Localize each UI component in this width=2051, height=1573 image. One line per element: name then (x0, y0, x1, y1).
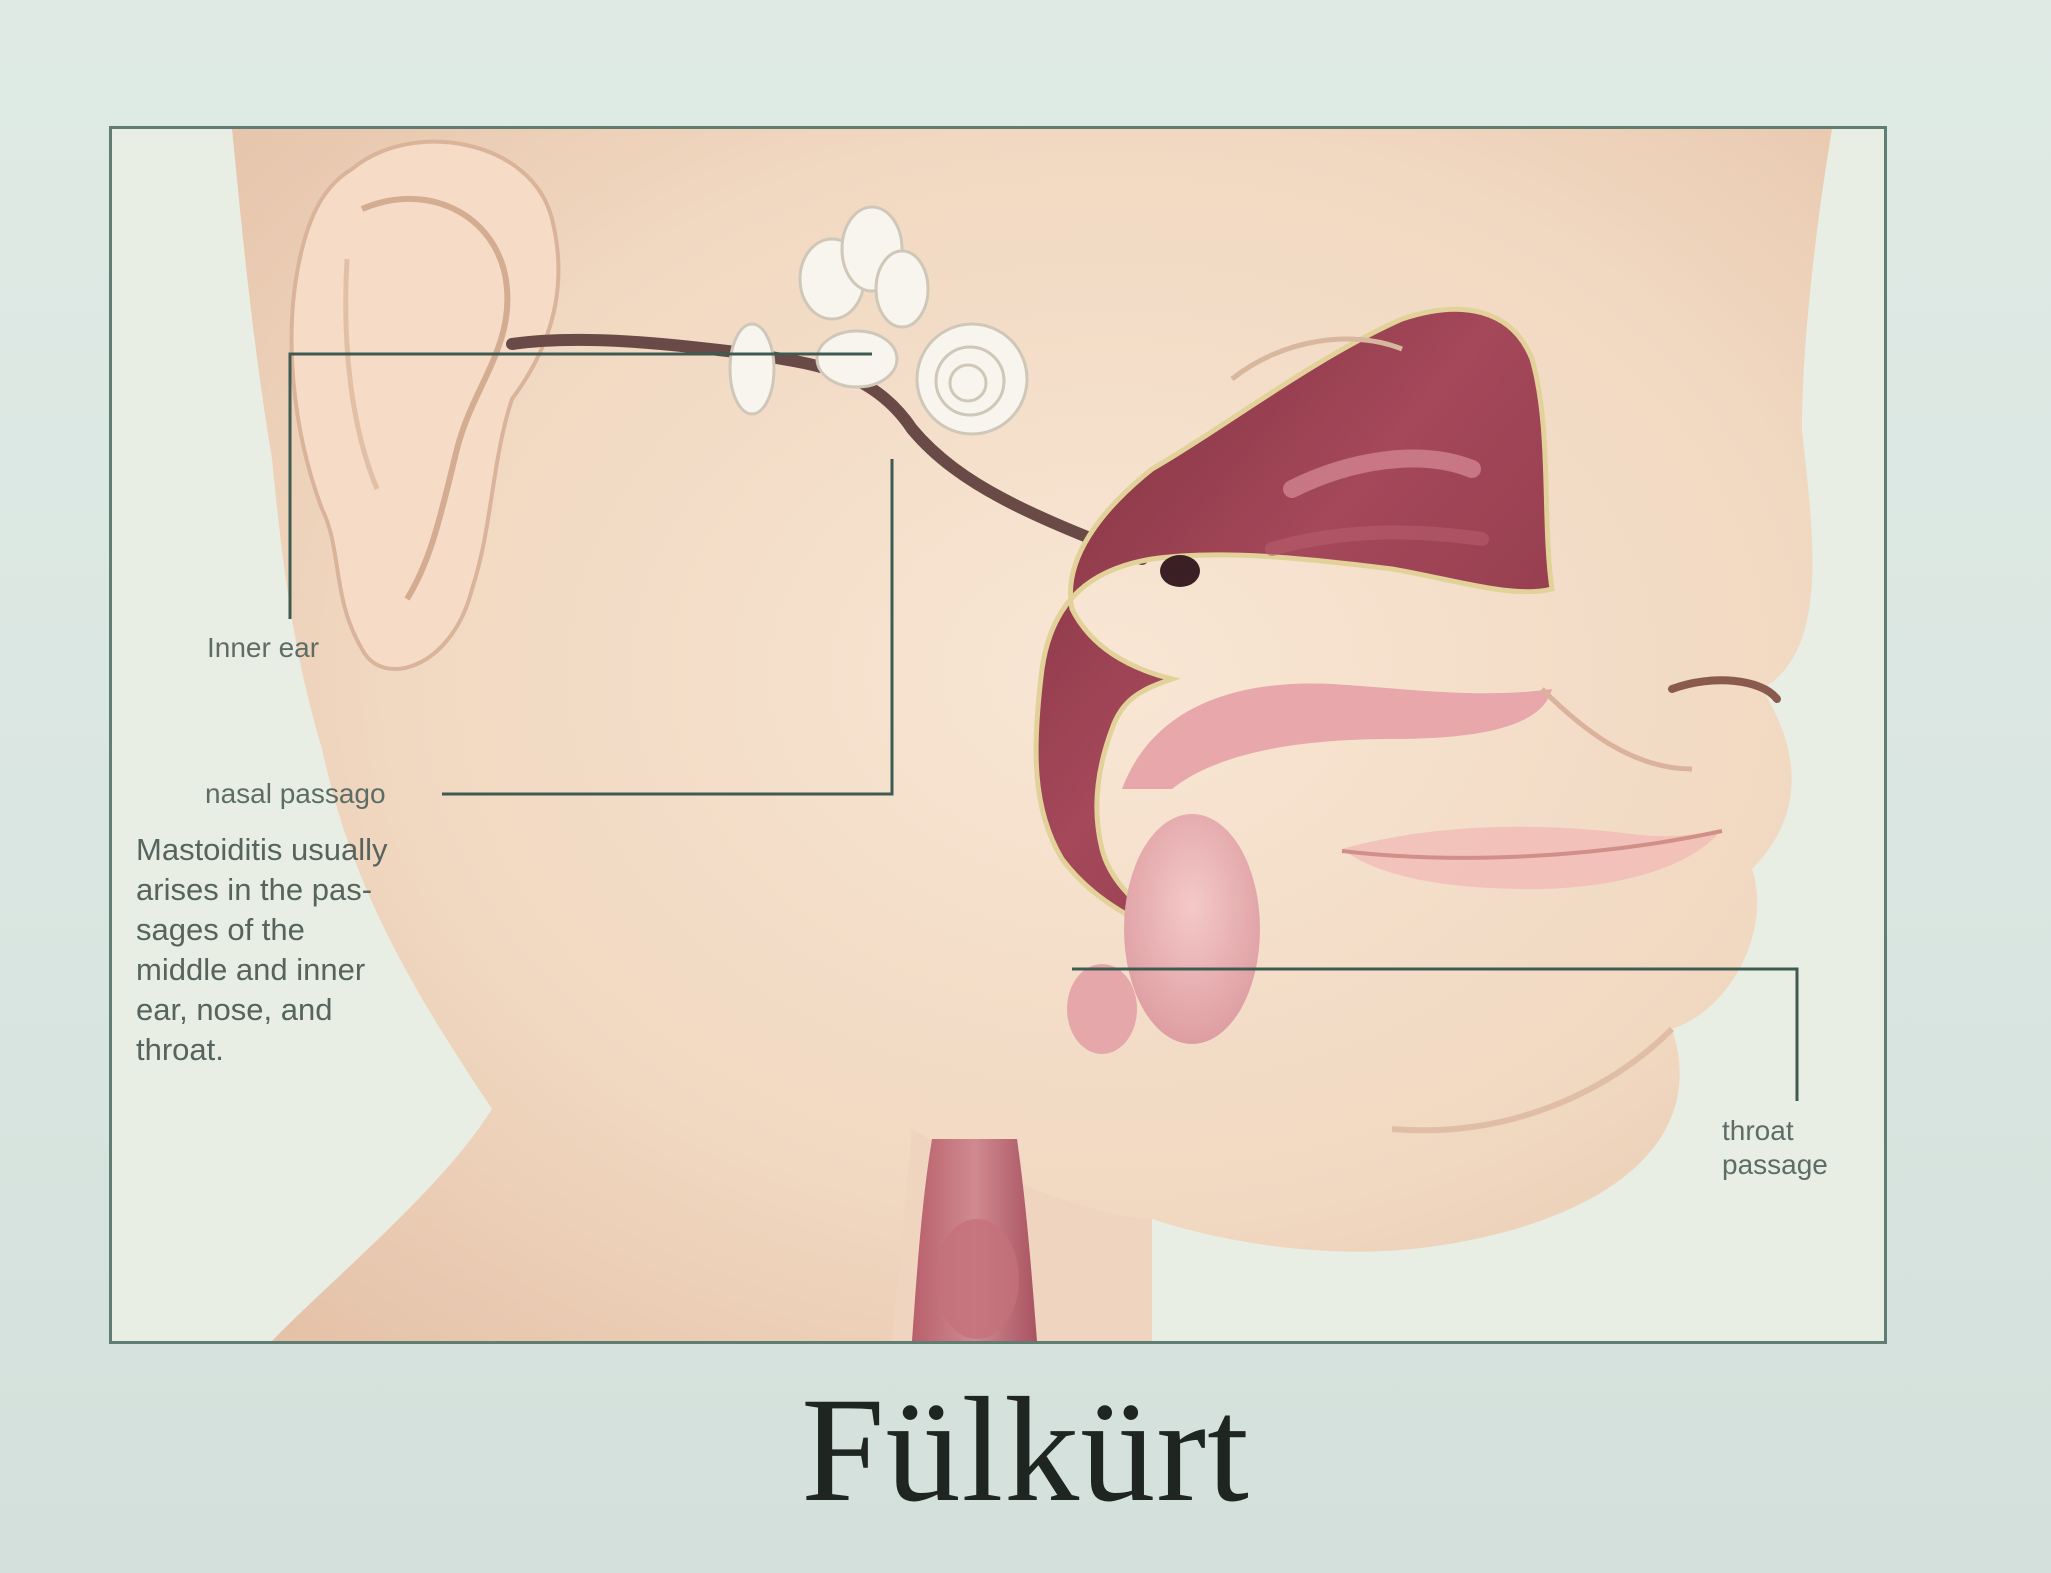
leader-lines (288, 352, 1799, 1101)
head-cross-section-illustration (112, 129, 1884, 1341)
inner-ear-label: Inner ear (207, 632, 320, 663)
ear (289, 139, 561, 671)
nasal-passage-label: nasal passago (205, 778, 386, 809)
page-title: Fülkürt (801, 1367, 1250, 1533)
inner-ear-leader (288, 352, 872, 619)
throat-passage-label: throat passage (1722, 1115, 1828, 1180)
throat-passage-leader (1072, 967, 1799, 1101)
palate-fold (1122, 683, 1552, 789)
tongue (1124, 814, 1260, 1044)
inner-ear-structure (728, 205, 1029, 436)
nasal-passage-leader (442, 459, 894, 796)
mastoiditis-caption: Mastoiditis usually arises in the pas- s… (136, 832, 388, 1067)
illustration-frame: Inner ear nasal passago throat passage (109, 126, 1887, 1344)
